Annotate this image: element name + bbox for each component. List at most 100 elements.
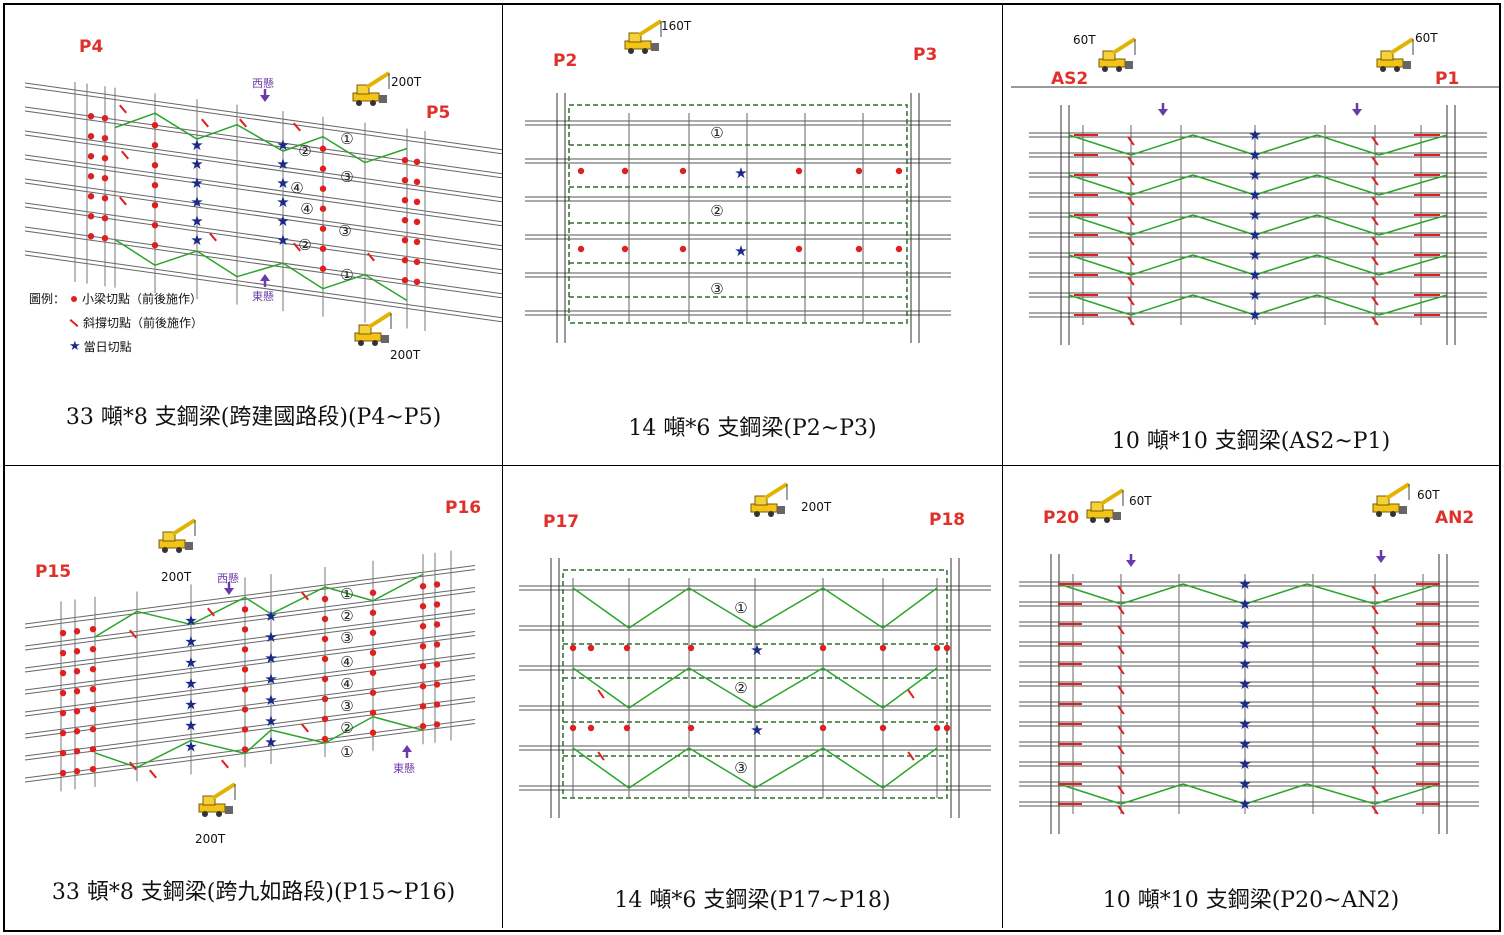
cut-point-marker xyxy=(89,665,97,673)
beam-number-label: ③ xyxy=(340,697,353,715)
bracing-member xyxy=(1378,214,1448,236)
crane-tonnage-label: 200T xyxy=(195,832,226,846)
crane-icon xyxy=(747,482,791,518)
brace-cut-marker xyxy=(1371,316,1379,326)
cut-point-marker xyxy=(101,135,109,142)
same-day-cut-star: ★ xyxy=(1238,695,1251,713)
cut-point-marker xyxy=(401,177,409,184)
cut-point-marker xyxy=(369,669,377,676)
pier-label-p1: P1 xyxy=(1435,69,1460,89)
panel-caption: 33 噸*8 支鋼梁(跨建國路段)(P4~P5) xyxy=(65,405,442,430)
cut-point-marker xyxy=(101,235,109,242)
bracing-member xyxy=(1130,134,1194,156)
cut-point-marker xyxy=(321,695,329,703)
brace-cut-marker xyxy=(201,118,209,128)
cut-point-marker xyxy=(89,625,97,633)
crane-icon xyxy=(351,311,395,347)
brace-cut-marker xyxy=(301,723,309,733)
cut-point-marker xyxy=(577,167,585,175)
same-day-cut-star: ★ xyxy=(1238,575,1251,593)
cut-point-marker xyxy=(369,729,377,736)
bracing-member xyxy=(94,752,138,769)
cut-point-marker xyxy=(679,245,687,253)
bracing-member xyxy=(882,747,938,789)
cut-point-marker xyxy=(321,675,329,683)
cut-point-marker xyxy=(413,218,421,226)
direction-arrow xyxy=(1352,109,1362,116)
cut-point-marker xyxy=(687,644,695,652)
bracing-member xyxy=(882,587,938,629)
bracing-member xyxy=(114,112,156,129)
beam-number-label: ① xyxy=(710,124,723,142)
beam-number-label: ① xyxy=(340,743,353,761)
bracing-member xyxy=(136,610,192,626)
cut-point-marker xyxy=(319,225,327,232)
cut-point-marker xyxy=(795,167,803,175)
cut-point-marker xyxy=(101,155,109,162)
bracing-member xyxy=(1192,174,1256,196)
bracing-member xyxy=(190,739,246,755)
bracing-member xyxy=(1316,294,1380,316)
beam-number-label: ③ xyxy=(340,168,353,186)
same-day-cut-star: ★ xyxy=(184,674,197,692)
panel-as2-p1: ★★★★★★★★★★ AS2 P1 60T 60T 10 噸*10 支鋼梁(AS… xyxy=(1003,5,1499,466)
pier-label-p5: P5 xyxy=(426,103,451,123)
cut-point-marker xyxy=(943,724,951,732)
girder-line xyxy=(24,591,476,651)
same-day-cut-star: ★ xyxy=(1238,615,1251,633)
girder-line xyxy=(24,701,476,761)
cut-point-marker xyxy=(795,245,803,253)
beam-number-label: ④ xyxy=(300,200,313,218)
same-day-cut-star: ★ xyxy=(190,155,203,173)
same-day-cut-star: ★ xyxy=(276,155,289,173)
cut-point-marker xyxy=(241,726,249,733)
bracing-member xyxy=(1130,174,1194,196)
cut-point-marker xyxy=(87,113,95,120)
panel-caption: 14 噸*6 支鋼梁(P17~P18) xyxy=(614,888,891,913)
cut-point-marker xyxy=(89,745,97,753)
brace-cut-marker xyxy=(301,591,309,601)
beam-number-label: ③ xyxy=(734,759,747,777)
same-day-cut-star: ★ xyxy=(1238,775,1251,793)
same-day-cut-star: ★ xyxy=(276,212,289,230)
beam-number-label: ③ xyxy=(340,629,353,647)
brace-cut-marker xyxy=(119,104,127,114)
bracing-member xyxy=(1254,174,1318,196)
brace-cut-marker xyxy=(1371,176,1379,186)
cut-point-marker xyxy=(321,595,329,603)
cut-point-marker xyxy=(623,724,631,732)
beam-number-label: ① xyxy=(340,266,353,284)
bracing-member xyxy=(882,667,938,709)
bracing-member xyxy=(1306,583,1376,605)
same-day-cut-star: ★ xyxy=(190,174,203,192)
bracing-member xyxy=(324,716,374,744)
crane-tonnage-label: 60T xyxy=(1417,488,1440,502)
bracing-member xyxy=(1254,294,1318,316)
crane-tonnage-label: 200T xyxy=(801,500,832,514)
cut-point-marker xyxy=(419,583,427,590)
pier-label-p3: P3 xyxy=(913,45,938,65)
crane-icon xyxy=(1373,37,1417,73)
same-day-cut-star: ★ xyxy=(190,136,203,154)
bracing-member xyxy=(1068,174,1132,196)
bracing-member xyxy=(1254,254,1318,276)
cut-point-marker xyxy=(89,765,97,773)
same-day-cut-star: ★ xyxy=(276,193,289,211)
beam-number-label: ② xyxy=(340,719,353,737)
direction-arrow xyxy=(1126,560,1136,567)
crane-icon xyxy=(1083,488,1127,524)
cut-point-marker xyxy=(59,669,67,677)
bracing-member xyxy=(190,596,246,626)
girder-diagram-as2-p1: ★★★★★★★★★★ xyxy=(1011,86,1499,345)
direction-label-west: 西懸 xyxy=(252,77,274,90)
bracing-member xyxy=(1192,254,1256,276)
girder-line xyxy=(24,587,476,647)
cut-point-marker xyxy=(623,644,631,652)
same-day-cut-star: ★ xyxy=(734,164,747,182)
same-day-cut-star: ★ xyxy=(264,649,277,667)
same-day-cut-star: ★ xyxy=(1248,206,1261,224)
brace-cut-marker xyxy=(1371,236,1379,246)
bracing-member xyxy=(1130,294,1194,316)
brace-cut-marker xyxy=(1127,276,1135,286)
